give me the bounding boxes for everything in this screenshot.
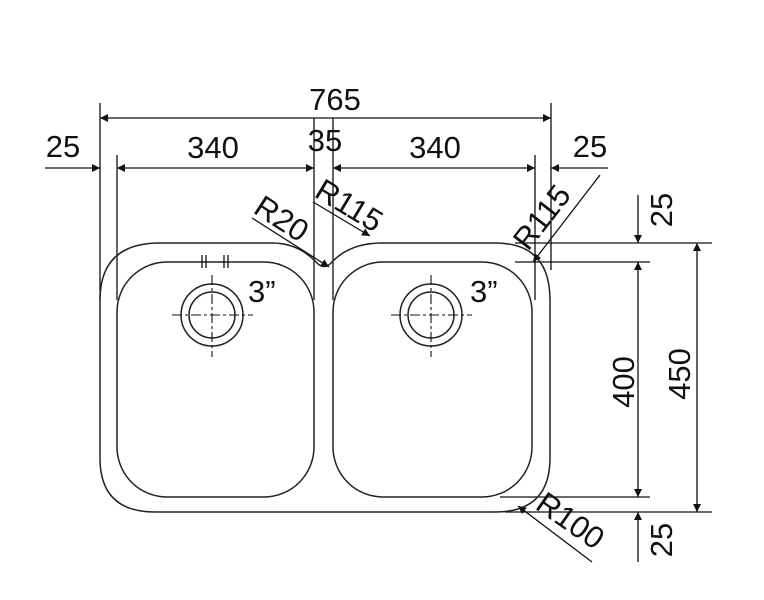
sink-outer-outline	[99, 242, 551, 513]
dimension-center-divider: 35	[308, 123, 342, 158]
left-drain: 3”	[172, 274, 276, 357]
right-drain: 3”	[391, 274, 498, 357]
left-drain-size: 3”	[248, 274, 276, 309]
top-margin-label: 25	[644, 193, 679, 227]
bowl-depth-label: 400	[606, 356, 641, 408]
right-margin-label: 25	[573, 129, 607, 164]
dimension-left-margin: 25	[45, 129, 100, 172]
r115-center-label: R115	[309, 172, 389, 239]
tap-hole-marks	[201, 255, 229, 268]
right-bowl	[332, 261, 533, 498]
center-divider-label: 35	[308, 123, 342, 158]
left-margin-label: 25	[46, 129, 80, 164]
dimension-right-margin: 25	[551, 129, 608, 172]
radius-r115-right: R115	[506, 174, 601, 263]
dimension-overall-width: 765	[100, 82, 551, 122]
r20-label: R20	[248, 189, 315, 249]
dimension-overall-depth: 450	[662, 243, 701, 512]
dimension-right-bowl: 340	[333, 130, 535, 172]
dimension-bowl-depth: 400	[606, 262, 642, 497]
bottom-margin-label: 25	[644, 523, 679, 557]
dimension-left-bowl: 340	[117, 130, 314, 172]
radius-r115-center: R115	[309, 172, 389, 239]
right-bowl-width-label: 340	[409, 130, 461, 165]
overall-width-label: 765	[309, 82, 361, 117]
dimension-bottom-margin: 25	[634, 512, 679, 562]
left-bowl-width-label: 340	[187, 130, 239, 165]
dimension-top-margin: 25	[634, 193, 679, 243]
overall-depth-label: 450	[662, 348, 697, 400]
right-drain-size: 3”	[470, 274, 498, 309]
left-bowl	[116, 261, 315, 498]
